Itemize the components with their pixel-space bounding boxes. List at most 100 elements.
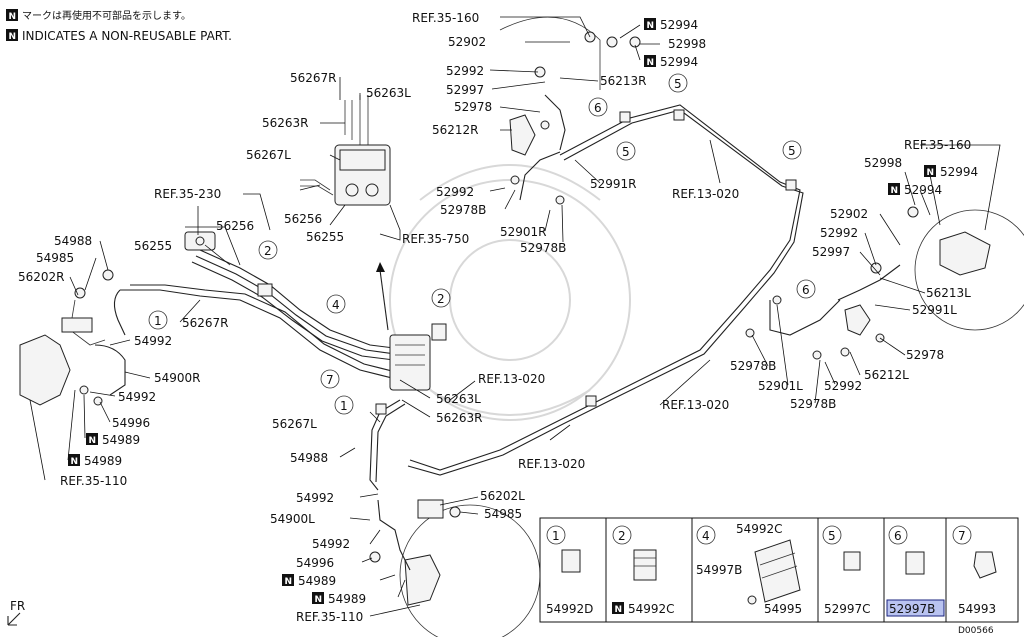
label-52902-top: 52902: [448, 35, 486, 49]
label-56212L: 56212L: [864, 368, 909, 382]
label-54996-b: 54996: [296, 556, 334, 570]
callout-5-right: 5: [788, 144, 796, 158]
label-54996-left: 54996: [112, 416, 150, 430]
label-52978B-right2: 52978B: [790, 397, 836, 411]
label-ref-13-020-a: REF.13-020: [672, 187, 739, 201]
rear-right-caliper-top: [499, 16, 641, 205]
rear-right-caliper-side: [745, 206, 1024, 360]
callout-5-top: 5: [674, 77, 682, 91]
svg-text:N: N: [71, 457, 79, 467]
label-ref-13-020-d: REF.13-020: [518, 457, 585, 471]
svg-text:N: N: [89, 436, 97, 446]
label-52978B-mid2: 52978B: [520, 241, 566, 255]
label-54900R: 54900R: [154, 371, 201, 385]
label-52978B-mid: 52978B: [440, 203, 486, 217]
label-54988-left: 54988: [54, 234, 92, 248]
table-part-52997C: 52997C: [824, 602, 871, 616]
left-front-hose: [74, 269, 126, 406]
label-52992-right2: 52992: [824, 379, 862, 393]
diagram-code: D00566: [958, 626, 994, 636]
brake-pipes: [113, 94, 901, 491]
svg-text:N: N: [315, 595, 323, 605]
parts-table: 1 54992D 2 N 54992C 4 54992C 54997B 5499…: [539, 517, 1019, 623]
left-front-brake-disc: [19, 299, 106, 406]
svg-text:5: 5: [828, 529, 836, 543]
label-56263L-mid: 56263L: [436, 392, 481, 406]
label-54992-left1: 54992: [134, 334, 172, 348]
label-52991L: 52991L: [912, 303, 957, 317]
label-54989-left2: 54989: [84, 454, 122, 468]
svg-text:1: 1: [552, 529, 560, 543]
table-part-54995: 54995: [764, 602, 802, 616]
label-54985-left: 54985: [36, 251, 74, 265]
label-ref-35-110-b: REF.35-110: [296, 610, 363, 624]
leader-lines: [29, 16, 1001, 617]
label-52997-right: 52997: [812, 245, 850, 259]
pipe-clips: [257, 109, 797, 415]
label-56213R: 56213R: [600, 74, 647, 88]
label-56202R: 56202R: [18, 270, 65, 284]
svg-text:N: N: [9, 12, 17, 22]
label-56267L-top: 56267L: [246, 148, 291, 162]
label-52901R: 52901R: [500, 225, 547, 239]
callout-2-mid: 2: [437, 292, 445, 306]
label-ref-35-750: REF.35-750: [402, 232, 469, 246]
label-54992-left2: 54992: [118, 390, 156, 404]
label-ref-35-230: REF.35-230: [154, 187, 221, 201]
table-cell-1: 1 54992D: [546, 525, 593, 616]
label-54989-b2: 54989: [328, 592, 366, 606]
label-54992-b1: 54992: [296, 491, 334, 505]
table-cell-7: 7 54993: [952, 525, 997, 616]
label-52978-top: 52978: [454, 100, 492, 114]
svg-text:2: 2: [618, 529, 626, 543]
label-56212R: 56212R: [432, 123, 479, 137]
label-ref-13-020-c: REF.13-020: [662, 398, 729, 412]
table-part-54992C-b: 54992C: [736, 522, 783, 536]
rear-left-brake-disc: [369, 499, 541, 637]
svg-text:N: N: [9, 32, 17, 42]
label-52978-right: 52978: [906, 348, 944, 362]
table-part-54993: 54993: [958, 602, 996, 616]
callout-6-right: 6: [802, 283, 810, 297]
table-part-52997B[interactable]: 52997B: [889, 602, 935, 616]
svg-text:N: N: [285, 577, 293, 587]
callouts: 1 2 4 7 1 2 5 5 5 6 6: [148, 73, 816, 415]
callout-2-left: 2: [264, 244, 272, 258]
callout-6-top: 6: [594, 101, 602, 115]
svg-text:N: N: [615, 605, 623, 615]
label-56263L-top: 56263L: [366, 86, 411, 100]
label-56267R-top: 56267R: [290, 71, 337, 85]
label-52994-right2: 52994: [904, 183, 942, 197]
front-direction-arrow: [7, 262, 389, 626]
legend-japanese: マークは再使用不可部品を示します。: [22, 9, 191, 22]
label-56256-mid: 56256: [284, 212, 322, 226]
svg-text:N: N: [891, 186, 899, 196]
table-part-54992C: 54992C: [628, 602, 675, 616]
svg-text:N: N: [647, 58, 655, 68]
table-cell-4: 4 54992C 54997B 54995: [696, 522, 802, 616]
svg-text:N: N: [927, 168, 935, 178]
callout-1-mid: 1: [340, 399, 348, 413]
label-52901L: 52901L: [758, 379, 803, 393]
proportioning-valve: [184, 231, 216, 251]
svg-text:7: 7: [958, 529, 966, 543]
label-52998-top: 52998: [668, 37, 706, 51]
label-52998-right: 52998: [864, 156, 902, 170]
svg-text:N: N: [647, 21, 655, 31]
label-52978B-right1: 52978B: [730, 359, 776, 373]
label-ref-35-160-right: REF.35-160: [904, 138, 971, 152]
label-52997-top: 52997: [446, 83, 484, 97]
label-56202L: 56202L: [480, 489, 525, 503]
callout-5-mid: 5: [622, 145, 630, 159]
legend-english: INDICATES A NON-REUSABLE PART.: [22, 29, 232, 43]
label-52992-mid: 52992: [436, 185, 474, 199]
label-ref-13-020-b: REF.13-020: [478, 372, 545, 386]
watermark-emblem: [389, 164, 631, 421]
label-54900L: 54900L: [270, 512, 315, 526]
pipe-junction-block: [389, 334, 431, 391]
table-cell-2: 2 N 54992C: [612, 525, 675, 616]
label-52902-right: 52902: [830, 207, 868, 221]
table-part-54997B: 54997B: [696, 563, 742, 577]
svg-text:4: 4: [702, 529, 710, 543]
